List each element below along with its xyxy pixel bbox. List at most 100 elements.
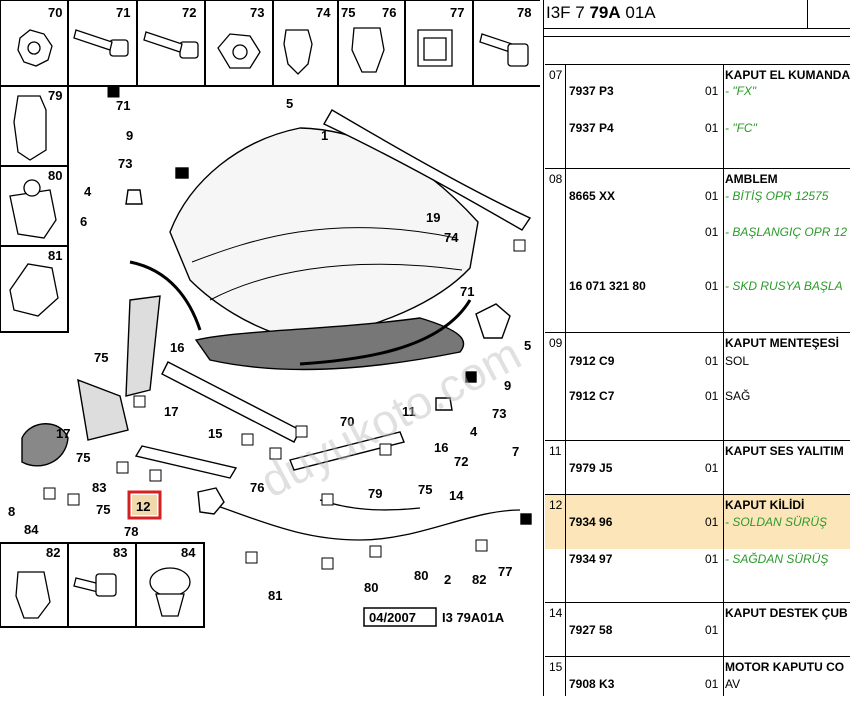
- cell-label-77: 77: [450, 5, 464, 20]
- part-note: - "FC": [725, 121, 757, 135]
- part-note: - SKD RUSYA BAŞLA: [725, 279, 843, 293]
- table-row[interactable]: 07 KAPUT EL KUMANDA 7937 P3 01 - "FX" 79…: [545, 64, 850, 169]
- hood-drawing: [21, 109, 532, 541]
- table-row[interactable]: 7934 97 01 - SAĞDAN SÜRÜŞ: [545, 548, 850, 602]
- part-number[interactable]: 7934 97: [569, 552, 613, 566]
- diagram-reference: I3F 7 79A 01A: [546, 3, 656, 23]
- callout-79: 79: [368, 486, 382, 501]
- cell-label-76: 76: [382, 5, 396, 20]
- callout-15: 15: [208, 426, 222, 441]
- callout-78: 78: [124, 524, 138, 539]
- cell-label-75: 75: [341, 5, 355, 20]
- part-number[interactable]: 7937 P4: [569, 121, 614, 135]
- cell-label-78: 78: [517, 5, 531, 20]
- callout-12-highlighted[interactable]: 12: [136, 499, 150, 514]
- part-number[interactable]: 7927 58: [569, 623, 613, 637]
- callout-72: 72: [454, 454, 468, 469]
- table-row[interactable]: 14 KAPUT DESTEK ÇUB 7927 58 01: [545, 602, 850, 657]
- cell-label-73: 73: [250, 5, 264, 20]
- cell-label-79: 79: [48, 88, 62, 103]
- panel-header: I3F 7 79A 01A: [543, 0, 850, 29]
- callout-73b: 73: [492, 406, 506, 421]
- cell-label-71: 71: [116, 5, 130, 20]
- callout-2: 2: [444, 572, 451, 587]
- row-ref: 15: [549, 660, 563, 674]
- part-note: AV: [725, 677, 741, 691]
- cell-label-83: 83: [113, 545, 127, 560]
- row-ref: 09: [549, 336, 563, 350]
- quantity: 01: [705, 677, 719, 691]
- callout-71: 71: [116, 98, 130, 113]
- callout-83: 83: [92, 480, 106, 495]
- part-number[interactable]: 7979 J5: [569, 461, 613, 475]
- left-cell-sketches: [9, 95, 59, 317]
- cell-label-72: 72: [182, 5, 196, 20]
- callout-77: 77: [498, 564, 512, 579]
- callout-75c: 75: [96, 502, 110, 517]
- part-number[interactable]: 7908 K3: [569, 677, 615, 691]
- part-note: SOL: [725, 354, 750, 368]
- cell-label-70: 70: [48, 5, 62, 20]
- part-number[interactable]: 7937 P3: [569, 84, 614, 98]
- part-note: - "FX": [725, 84, 757, 98]
- cell-label-81: 81: [48, 248, 62, 263]
- quantity: 01: [705, 279, 719, 293]
- part-number[interactable]: 16 071 321 80: [569, 279, 646, 293]
- bottom-parts-strip: [0, 542, 205, 628]
- table-row[interactable]: 09 KAPUT MENTEŞESİ 7912 C9 01 SOL 7912 C…: [545, 332, 850, 441]
- part-number[interactable]: 7912 C9: [569, 354, 615, 368]
- row-ref: 07: [549, 68, 563, 82]
- callout-81: 81: [268, 588, 282, 603]
- callout-4: 4: [84, 184, 92, 199]
- ref-bold: 79A: [589, 3, 621, 22]
- callout-7: 7: [512, 444, 519, 459]
- callout-80: 80: [364, 580, 378, 595]
- row-ref: 08: [549, 172, 563, 186]
- callout-5b: 5: [524, 338, 531, 353]
- callout-9b: 9: [504, 378, 511, 393]
- date-code: 04/2007: [369, 610, 416, 625]
- row-ref: 12: [549, 498, 563, 512]
- ref-prefix: I3F 7: [546, 3, 590, 22]
- table-row[interactable]: 15 MOTOR KAPUTU CO 7908 K3 01 AV: [545, 656, 850, 696]
- callout-74: 74: [444, 230, 459, 245]
- exploded-parts-diagram: 70 71 72 73 74 75 76 77 78 79 80: [0, 0, 542, 628]
- row-ref: 14: [549, 606, 563, 620]
- cell-label-84: 84: [181, 545, 196, 560]
- row-title: KAPUT DESTEK ÇUB: [725, 606, 848, 620]
- part-number[interactable]: 7912 C7: [569, 389, 615, 403]
- parts-list-panel: I3F 7 79A 01A 07 KAPUT EL KUMANDA 7937 P…: [543, 0, 850, 696]
- quantity: 01: [705, 552, 719, 566]
- cell-label-80: 80: [48, 168, 62, 183]
- quantity: 01: [705, 354, 719, 368]
- callout-19: 19: [426, 210, 440, 225]
- callout-16: 16: [170, 340, 184, 355]
- callout-11: 11: [402, 404, 416, 419]
- callout-labels: 1 2 4 4 5 5 6 7 8 9 9 11 14 15 16 16 17 …: [8, 96, 531, 603]
- callout-71b: 71: [460, 284, 474, 299]
- callout-82: 82: [472, 572, 486, 587]
- quantity: 01: [705, 189, 719, 203]
- callout-17b: 17: [164, 404, 178, 419]
- callout-8: 8: [8, 504, 15, 519]
- table-row[interactable]: 08 AMBLEM 8665 XX 01 - BİTİŞ OPR 12575 0…: [545, 168, 850, 333]
- part-number[interactable]: 8665 XX: [569, 189, 616, 203]
- callout-80b: 80: [414, 568, 428, 583]
- quantity: 01: [705, 84, 719, 98]
- row-ref: 11: [549, 444, 562, 458]
- row-title: MOTOR KAPUTU CO: [725, 660, 845, 674]
- callout-75: 75: [94, 350, 108, 365]
- callout-1: 1: [321, 128, 328, 143]
- table-row-selected[interactable]: 12 KAPUT KİLİDİ 7934 96 01 - SOLDAN SÜRÜ…: [545, 494, 850, 549]
- part-note: - SOLDAN SÜRÜŞ: [725, 515, 828, 529]
- panel-border-left: [543, 0, 544, 696]
- part-note: SAĞ: [725, 389, 751, 403]
- callout-84: 84: [24, 522, 39, 537]
- callout-14: 14: [449, 488, 464, 503]
- reference-squares: [43, 85, 526, 570]
- callout-17: 17: [56, 426, 70, 441]
- quantity: 01: [705, 389, 719, 403]
- part-note: - SAĞDAN SÜRÜŞ: [725, 552, 829, 566]
- table-row[interactable]: 11 KAPUT SES YALITIM 7979 J5 01: [545, 440, 850, 495]
- part-number[interactable]: 7934 96: [569, 515, 613, 529]
